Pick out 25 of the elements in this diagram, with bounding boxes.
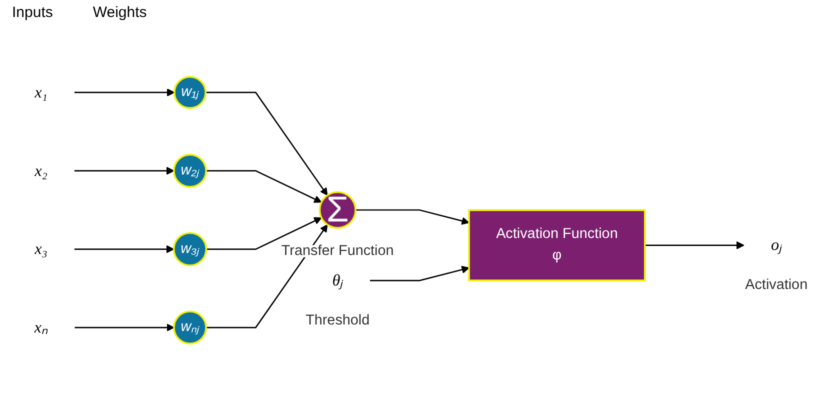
arrow — [74, 88, 175, 96]
node-text: xₙ — [34, 318, 48, 336]
node-caption: Activation — [745, 276, 808, 293]
arrow — [644, 241, 744, 250]
node-text: x₁ — [34, 83, 48, 102]
node-text: x₂ — [34, 161, 48, 180]
node-circle: Σ — [318, 191, 356, 229]
node-circle: w₂ⱼ — [173, 154, 207, 188]
arrow — [74, 166, 174, 175]
arrow — [206, 170, 322, 203]
arrow — [356, 209, 470, 225]
arrow — [370, 266, 470, 282]
node-text: x₃ — [34, 240, 48, 258]
arrow — [206, 224, 328, 328]
node-circle: w₁ⱼ — [174, 76, 206, 109]
arrow — [74, 324, 174, 332]
node-caption: Threshold — [306, 312, 370, 328]
node-circle: w₃ⱼ — [172, 232, 208, 266]
node-circle: wₙⱼ — [173, 310, 207, 344]
arrow — [206, 92, 328, 196]
node-box: Activation Function φ — [468, 209, 646, 282]
column-heading: Weights — [92, 4, 147, 21]
arrow — [206, 217, 322, 250]
column-heading: Inputs — [12, 4, 53, 21]
arrow — [74, 245, 174, 254]
